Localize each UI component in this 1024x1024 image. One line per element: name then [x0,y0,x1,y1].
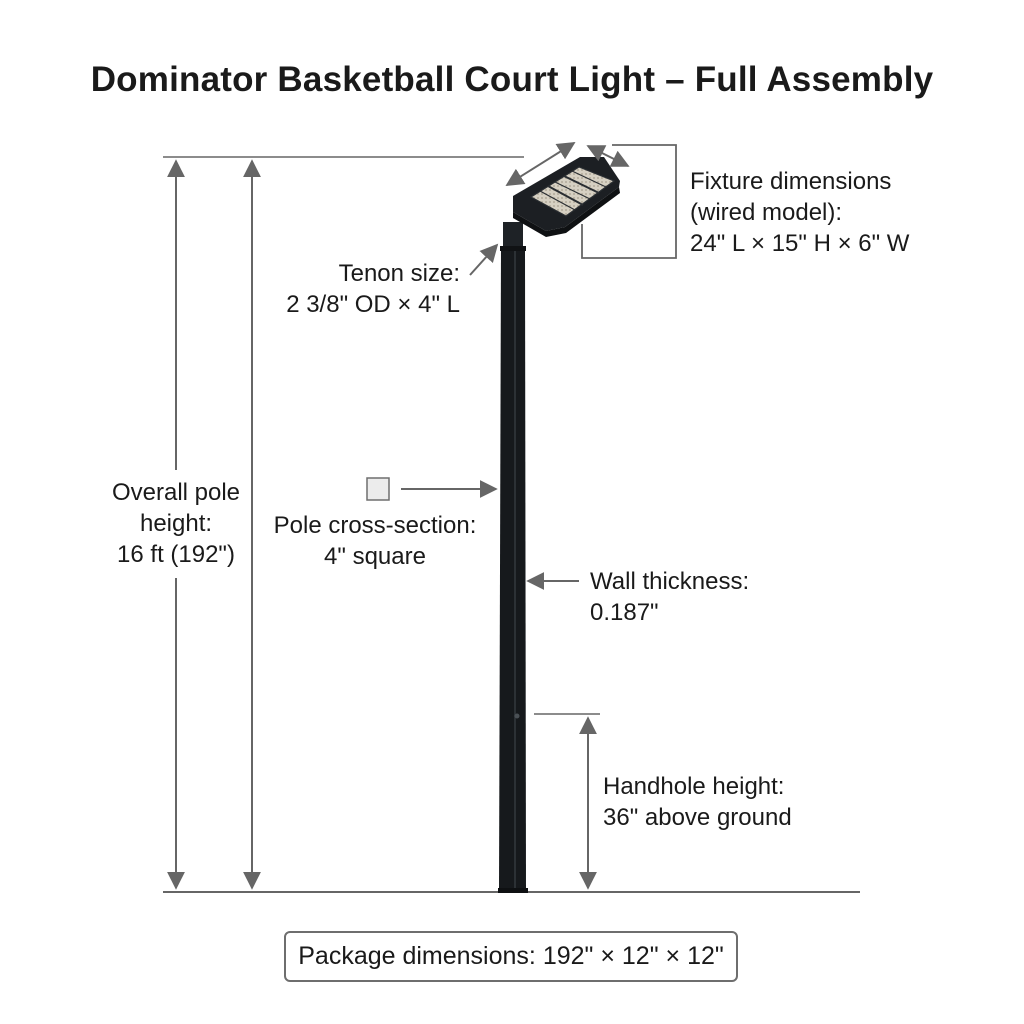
fixture-dimensions-label: Fixture dimensions (wired model): 24" L … [690,168,910,257]
fixture-width-arrow [586,145,630,167]
fixture-dimension-bracket [581,144,677,259]
light-fixture [513,157,620,237]
handhole-bolt [514,713,520,719]
cross-section-square-icon [366,477,390,501]
diagram-title: Dominator Basketball Court Light – Full … [90,60,934,99]
fixture-length-arrow [505,142,576,186]
tenon [500,222,526,251]
tenon-size-label: Tenon size: 2 3/8" OD × 4" L [286,260,460,318]
handhole-height-label: Handhole height: 36" above ground [603,773,792,831]
tenon-leader-arrow [469,243,499,276]
wall-thickness-label: Wall thickness: 0.187" [590,568,750,626]
light-pole [498,248,528,893]
cross-section-label: Pole cross-section: 4" square [273,512,477,570]
package-dimensions-box: Package dimensions: 192" × 12" × 12" [284,931,738,982]
package-dimensions-text: Package dimensions: 192" × 12" × 12" [298,942,724,970]
overall-height-label: Overall pole height: 16 ft (192") [111,479,241,568]
